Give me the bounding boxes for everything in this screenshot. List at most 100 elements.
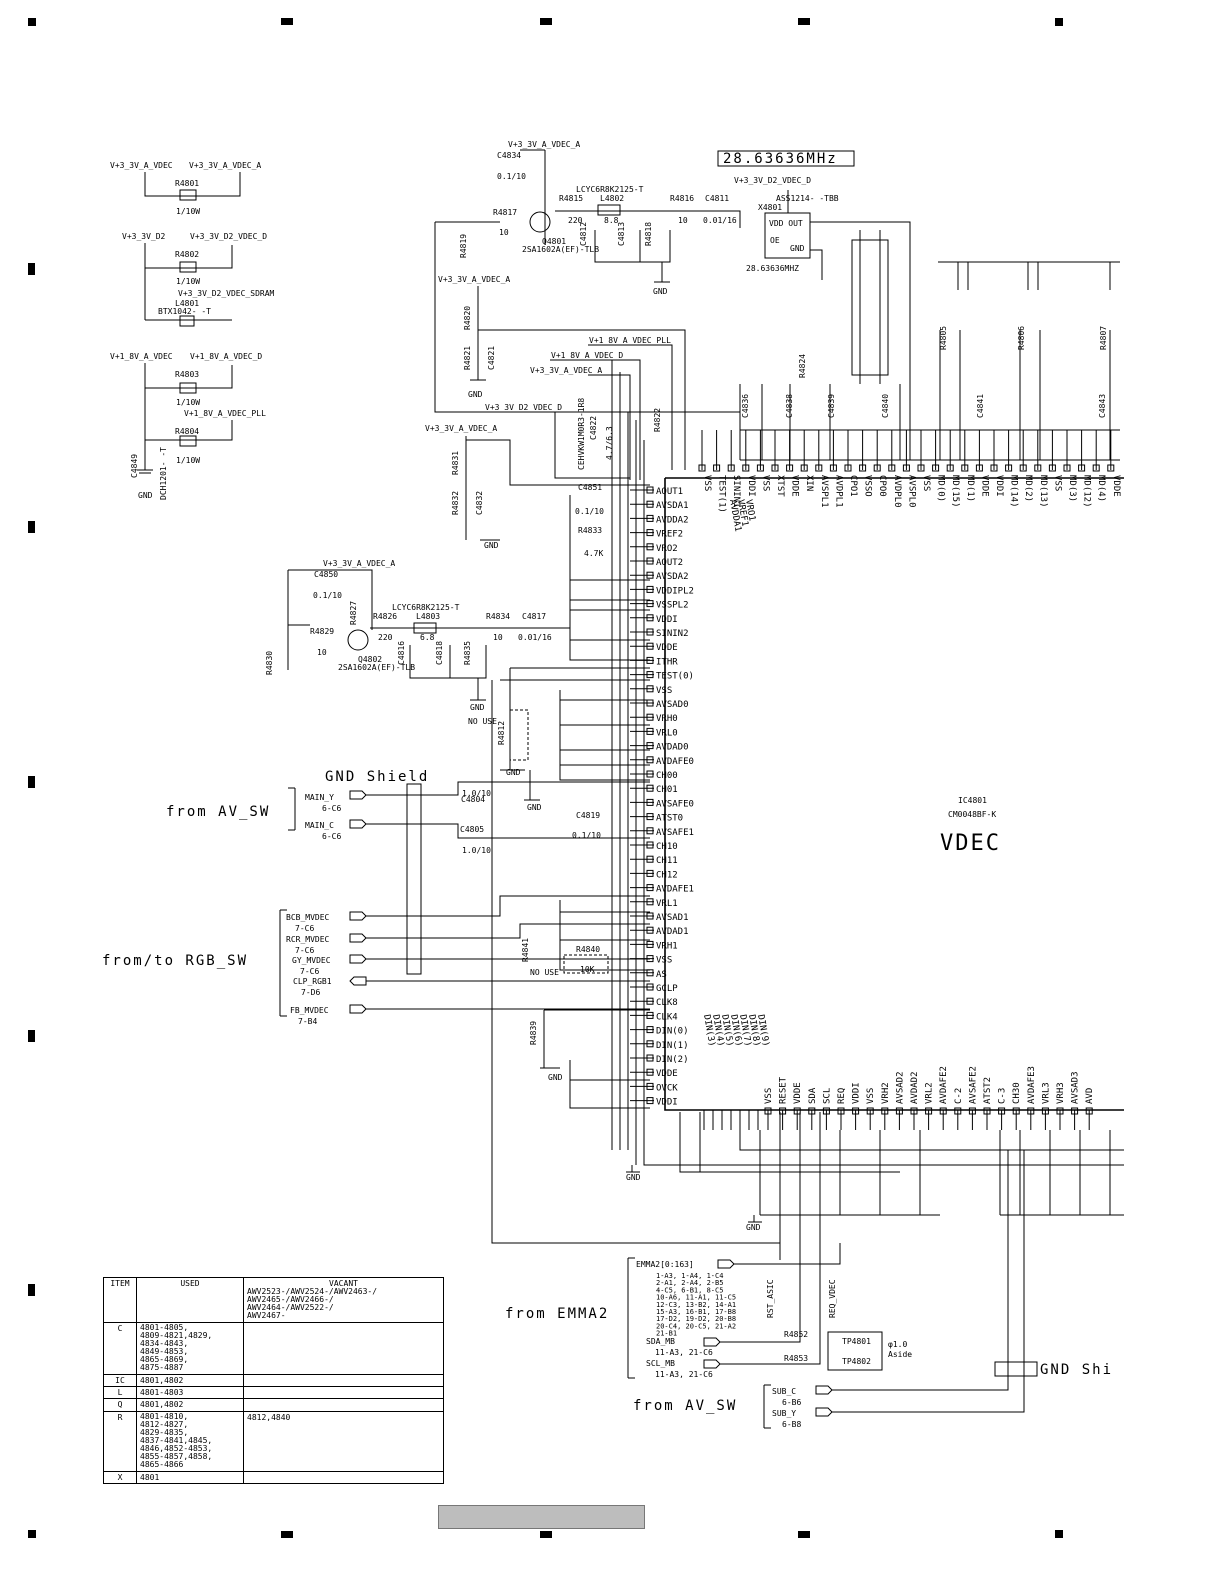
ic-pin-label: AOUT2 <box>656 558 683 568</box>
ind-value: 6.8 <box>420 633 435 642</box>
right-components: R4805 R4806 R4807 C4841 C4843 R4824 C483… <box>739 230 1120 461</box>
connector-rcr: RCR_MVDEC <box>286 935 330 944</box>
ic-pin-box <box>646 742 654 750</box>
res-ref: R4824 <box>798 354 807 378</box>
testpoint-dia: φ1.0 <box>888 1340 907 1349</box>
table-header: ITEM <box>103 1277 137 1323</box>
cap-ref: C4811 <box>705 194 729 203</box>
cap-value: 0.1/10 <box>575 507 604 516</box>
table-row: R 4801-4810, 4812-4827, 4829-4835, 4837-… <box>103 1410 444 1472</box>
table-row: IC 4801,4802 <box>103 1373 444 1388</box>
net-label: RST_ASIC <box>766 1279 775 1318</box>
from-emma2-label: from EMMA2 <box>505 1306 609 1322</box>
transistor-ref: Q4802 <box>358 655 382 664</box>
gnd-label: GND <box>506 768 521 777</box>
second-regulator-block: V+3_3V_A_VDEC_A C4850 0.1/10 R4827 LCYC6… <box>265 559 650 777</box>
table-cell <box>243 1386 444 1400</box>
ic-pin-box <box>646 671 654 679</box>
res-ref: R4805 <box>939 326 948 350</box>
cap-value: 4.7/6.3 <box>605 426 614 460</box>
ic-pin-box <box>646 713 654 721</box>
ic-pin-label: VDDI <box>852 1082 862 1104</box>
cap-ref: C4836 <box>741 394 750 418</box>
rail-value: 1/10W <box>176 207 200 216</box>
rail-from: V+3_3V_D2 <box>122 232 166 241</box>
ic-pin-label: VSSPL2 <box>656 601 689 611</box>
ic-pin-label: TEST(1) <box>717 475 727 513</box>
ic-pin-box <box>646 529 654 537</box>
rail-value: 1/10W <box>176 398 200 407</box>
ic-pin-label: C-2 <box>954 1088 964 1104</box>
ic-pin-box <box>646 699 654 707</box>
ic-pin-box <box>646 798 654 806</box>
part-label: LCYC6R8K2125-T <box>392 603 460 612</box>
res-ref: R4839 <box>529 1021 538 1045</box>
ic-pin-label: OVCK <box>656 1083 678 1093</box>
ic-pin-box <box>646 557 654 565</box>
ic-pin-box <box>698 464 706 472</box>
connector-ref: 7-B4 <box>298 1017 317 1026</box>
ic-pin-label: AVDAFE2 <box>939 1066 949 1104</box>
table-cell: 4812,4840 <box>243 1410 444 1472</box>
res-value: 10 <box>317 648 327 657</box>
gnd-label: GND <box>484 541 499 550</box>
ic-pin-label: VRH3 <box>1056 1082 1066 1104</box>
table-cell: X <box>103 1470 137 1485</box>
emma2-ref-line: 21-B1 <box>656 1330 677 1338</box>
res-ref: R4841 <box>521 938 530 962</box>
ic-pin-label: MD(12) <box>1082 475 1092 508</box>
connector-ref: 6-B8 <box>782 1420 801 1429</box>
rail-to: V+1_8V_A_VDEC_D <box>190 352 262 361</box>
table-row: C 4801-4805, 4809-4821,4829, 4834-4843, … <box>103 1321 444 1375</box>
net-label: V+3_3V_A_VDEC_A <box>508 140 580 149</box>
ic-pin-box <box>975 464 983 472</box>
rail-from: V+3_3V_A_VDEC <box>110 161 173 170</box>
no-use-label: NO USE <box>530 968 559 977</box>
ic-pin-label: CLK8 <box>656 998 678 1008</box>
ic-pin-label: VSS <box>764 1088 774 1104</box>
table-header: VACANT <box>329 1279 358 1288</box>
crystal-oscillator: V+3_3V_D2_VDEC_D ASS1214- -TBB X4801 VDD… <box>734 176 911 460</box>
cap-ref: C4841 <box>976 394 985 418</box>
cap-ref: C4834 <box>497 151 521 160</box>
ic-pin-box <box>646 1082 654 1090</box>
crystal-pin: GND <box>790 244 805 253</box>
ic-pin-box <box>646 1068 654 1076</box>
ic-pin-box <box>968 1107 976 1115</box>
ic-pin-box <box>646 628 654 636</box>
ic-pin-box <box>646 898 654 906</box>
ic-pin-box <box>873 464 881 472</box>
ic-pin-box <box>895 1107 903 1115</box>
ic-pin-label: VDDI <box>994 475 1004 497</box>
res-value: 4.7K <box>584 549 603 558</box>
ic-pin-label: VDDE <box>656 1069 678 1079</box>
connector-ref: 11-A3, 21-C6 <box>655 1348 713 1357</box>
connector-gy: GY_MVDEC <box>292 956 331 965</box>
upper-regulator-block: V+3_3V_A_VDEC_A C4834 0.1/10 LCYC6R8K212… <box>425 140 741 550</box>
cap-value: 0.01/16 <box>518 633 552 642</box>
cap-value: 0.1/10 <box>572 831 601 840</box>
res-ref: R4853 <box>784 1354 808 1363</box>
ic-pin-label: AVSPL1 <box>819 475 829 508</box>
ic-pin-label: AVSAD3 <box>1071 1071 1081 1104</box>
net-label: V+3_3V_A_VDEC_A <box>323 559 395 568</box>
ic-pin-box <box>646 685 654 693</box>
ic-pin-label: AVDAFE0 <box>656 757 694 767</box>
ic-pin-box <box>646 983 654 991</box>
ic-pin-label: VRO1 <box>743 499 757 522</box>
ic-pin-label: MD(4) <box>1096 475 1106 502</box>
ic-pin-label: VRH0 <box>656 714 678 724</box>
connector-bcb: BCB_MVDEC <box>286 913 330 922</box>
ic-pin-label: MD(1) <box>965 475 975 502</box>
ic-pin-box <box>822 1107 830 1115</box>
cap-value: 0.1/10 <box>313 591 342 600</box>
table-row: X 4801 <box>103 1470 444 1485</box>
ic-pin-label: CH00 <box>656 771 678 781</box>
no-use-label: NO USE <box>468 717 497 726</box>
ic-pin-label: AVSAD1 <box>656 913 689 923</box>
cap-ref: C4817 <box>522 612 546 621</box>
ic-pin-label: VSSO <box>863 475 873 497</box>
ic-pin-label: MD(3) <box>1067 475 1077 502</box>
